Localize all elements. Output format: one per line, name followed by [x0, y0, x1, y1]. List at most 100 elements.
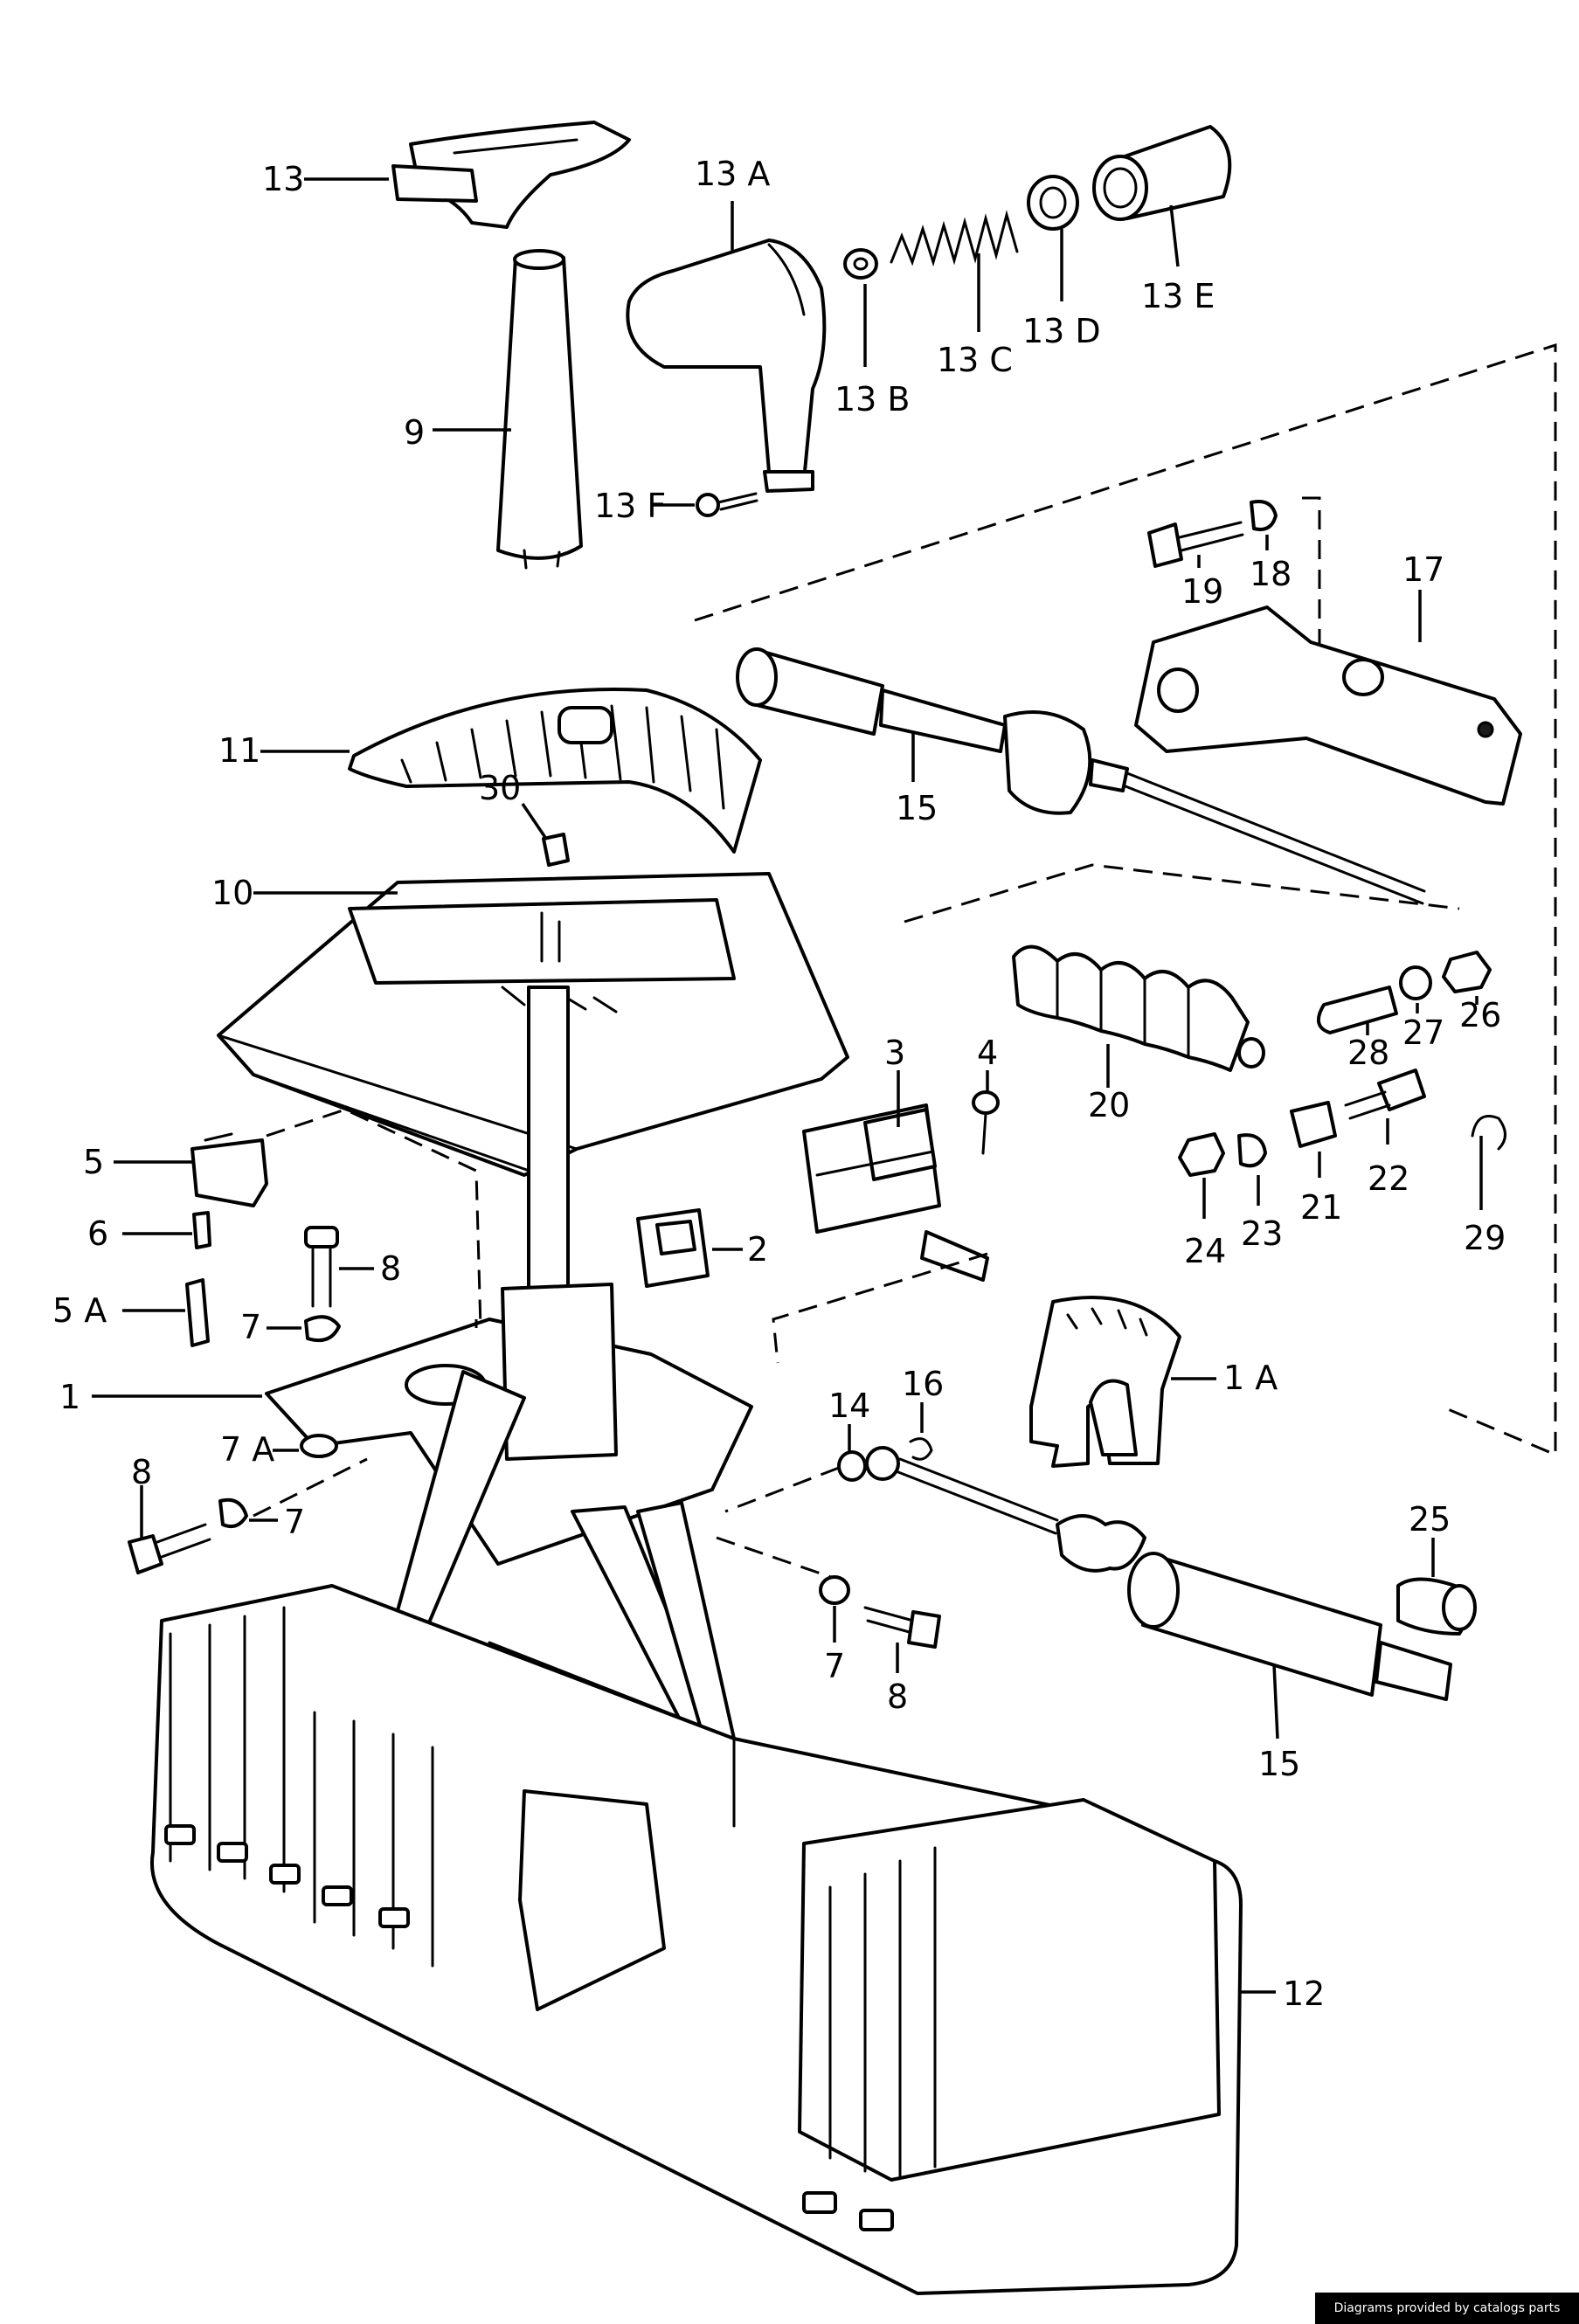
- part-17-bracket: [1134, 605, 1522, 806]
- label-24: 24: [1184, 1232, 1226, 1270]
- part-29-clip: [1471, 1115, 1506, 1151]
- label-13: 13: [262, 160, 304, 198]
- label-15-lower: 15: [1258, 1745, 1300, 1783]
- credit-banner: [1315, 2293, 1579, 2324]
- label-27: 27: [1402, 1013, 1444, 1052]
- part-7-washer-left: [218, 1497, 248, 1528]
- label-6: 6: [87, 1214, 108, 1253]
- part-13d-ring: [1027, 175, 1079, 231]
- bolt-dashed-line: [253, 1457, 368, 1518]
- label-23: 23: [1241, 1214, 1283, 1253]
- part-2-connector: [636, 1208, 710, 1288]
- cable-dashed-line: [716, 1466, 857, 1587]
- part-8-bolt-lower: [863, 1606, 941, 1649]
- label-13a: 13 A: [695, 155, 770, 193]
- label-8-lower: 8: [887, 1677, 908, 1716]
- part-1-base-plate: [265, 986, 753, 1784]
- label-7-left: 7: [284, 1503, 305, 1541]
- part-24-nut: [1178, 1132, 1225, 1177]
- part-27-washer: [1399, 965, 1432, 1000]
- label-1a: 1 A: [1223, 1359, 1278, 1397]
- part-7a-washer: [300, 1434, 338, 1458]
- part-9-sleeve: [496, 249, 583, 570]
- label-22: 22: [1368, 1159, 1409, 1198]
- part-1a-detent-plate: [1029, 1296, 1181, 1468]
- label-4: 4: [977, 1034, 998, 1072]
- label-1: 1: [59, 1378, 80, 1416]
- label-14: 14: [828, 1387, 870, 1425]
- assembly-dashed-line-boot: [904, 863, 1460, 923]
- label-30: 30: [479, 769, 521, 807]
- label-3: 3: [884, 1034, 905, 1072]
- part-23-clip: [1237, 1133, 1267, 1168]
- label-13c: 13 C: [937, 341, 1013, 379]
- part-13c-spring: [890, 210, 1019, 267]
- label-20: 20: [1088, 1086, 1130, 1124]
- label-9: 9: [404, 413, 425, 452]
- switch-dashed-line: [772, 1252, 988, 1364]
- assembly-dashed-line-main: [694, 342, 1557, 1457]
- part-28-pin: [1316, 986, 1398, 1034]
- label-21: 21: [1300, 1188, 1342, 1227]
- label-13b: 13 B: [835, 380, 911, 418]
- label-2: 2: [747, 1230, 768, 1269]
- label-26: 26: [1459, 996, 1501, 1034]
- part-30-bulb: [542, 833, 570, 867]
- part-7-washer-upper: [304, 1315, 341, 1343]
- label-13f: 13 F: [594, 487, 666, 525]
- label-12: 12: [1283, 1975, 1325, 2013]
- part-8-bolt-upper: [304, 1226, 339, 1308]
- part-6-bulb: [192, 1211, 211, 1249]
- part-26-nut: [1442, 951, 1492, 993]
- label-18: 18: [1250, 555, 1292, 593]
- label-13e: 13 E: [1141, 277, 1215, 315]
- part-3-switch: [802, 1103, 989, 1282]
- part-22-bolt: [1344, 1069, 1426, 1120]
- part-13f-screw: [696, 492, 758, 517]
- part-11-slide-strip: [348, 687, 762, 854]
- label-15-upper: 15: [896, 789, 938, 827]
- label-11: 11: [218, 731, 260, 770]
- part-13e-sleeve: [1092, 125, 1232, 221]
- label-29: 29: [1464, 1219, 1506, 1257]
- part-5a-socket: [185, 1278, 210, 1347]
- part-5-holder: [190, 1132, 268, 1207]
- part-7-washer-lower: [819, 1575, 850, 1605]
- part-16-clip: [909, 1437, 933, 1461]
- part-13-handle-cap: [391, 121, 631, 229]
- part-25-grommet: [1396, 1577, 1477, 1636]
- part-20-rubber-boot: [1012, 944, 1265, 1072]
- callout-labels: 13 13 A 13 B 13 C 13 D 13 E 13 F 9 11 30…: [52, 155, 1506, 2013]
- credit-text: Diagrams provided by catalogs parts: [1333, 2301, 1561, 2315]
- part-15-cable-upper: [736, 647, 1426, 905]
- label-7-upper: 7: [240, 1308, 261, 1346]
- part-13a-knob: [626, 239, 827, 493]
- label-17: 17: [1402, 550, 1444, 589]
- part-19-bolt: [1147, 521, 1244, 568]
- part-18-washer: [1250, 500, 1278, 531]
- label-5: 5: [83, 1143, 104, 1181]
- label-13d: 13 D: [1022, 312, 1101, 350]
- label-16: 16: [902, 1365, 944, 1403]
- label-8-left: 8: [131, 1453, 152, 1491]
- leader-13e: [1169, 204, 1180, 267]
- part-21-sleeve: [1290, 1101, 1337, 1148]
- part-8-bolt-left: [128, 1523, 211, 1574]
- label-5a: 5 A: [52, 1291, 107, 1330]
- label-25: 25: [1409, 1500, 1451, 1539]
- holder-dashed-line: [266, 1108, 482, 1329]
- leader-30: [521, 803, 548, 840]
- label-10: 10: [211, 874, 253, 912]
- label-8-upper: 8: [380, 1249, 401, 1288]
- label-28: 28: [1347, 1034, 1389, 1072]
- part-15-cable-lower: [865, 1446, 1452, 1701]
- part-12-console-base: [150, 1584, 1243, 2295]
- label-7-lower: 7: [824, 1647, 845, 1685]
- part-13b-washer: [843, 248, 878, 280]
- part-4-screw: [972, 1090, 1000, 1155]
- leader-15-lower: [1272, 1663, 1279, 1740]
- part-13b-washer-hole: [853, 257, 869, 271]
- label-19: 19: [1181, 572, 1223, 611]
- part-14-washer: [837, 1450, 867, 1482]
